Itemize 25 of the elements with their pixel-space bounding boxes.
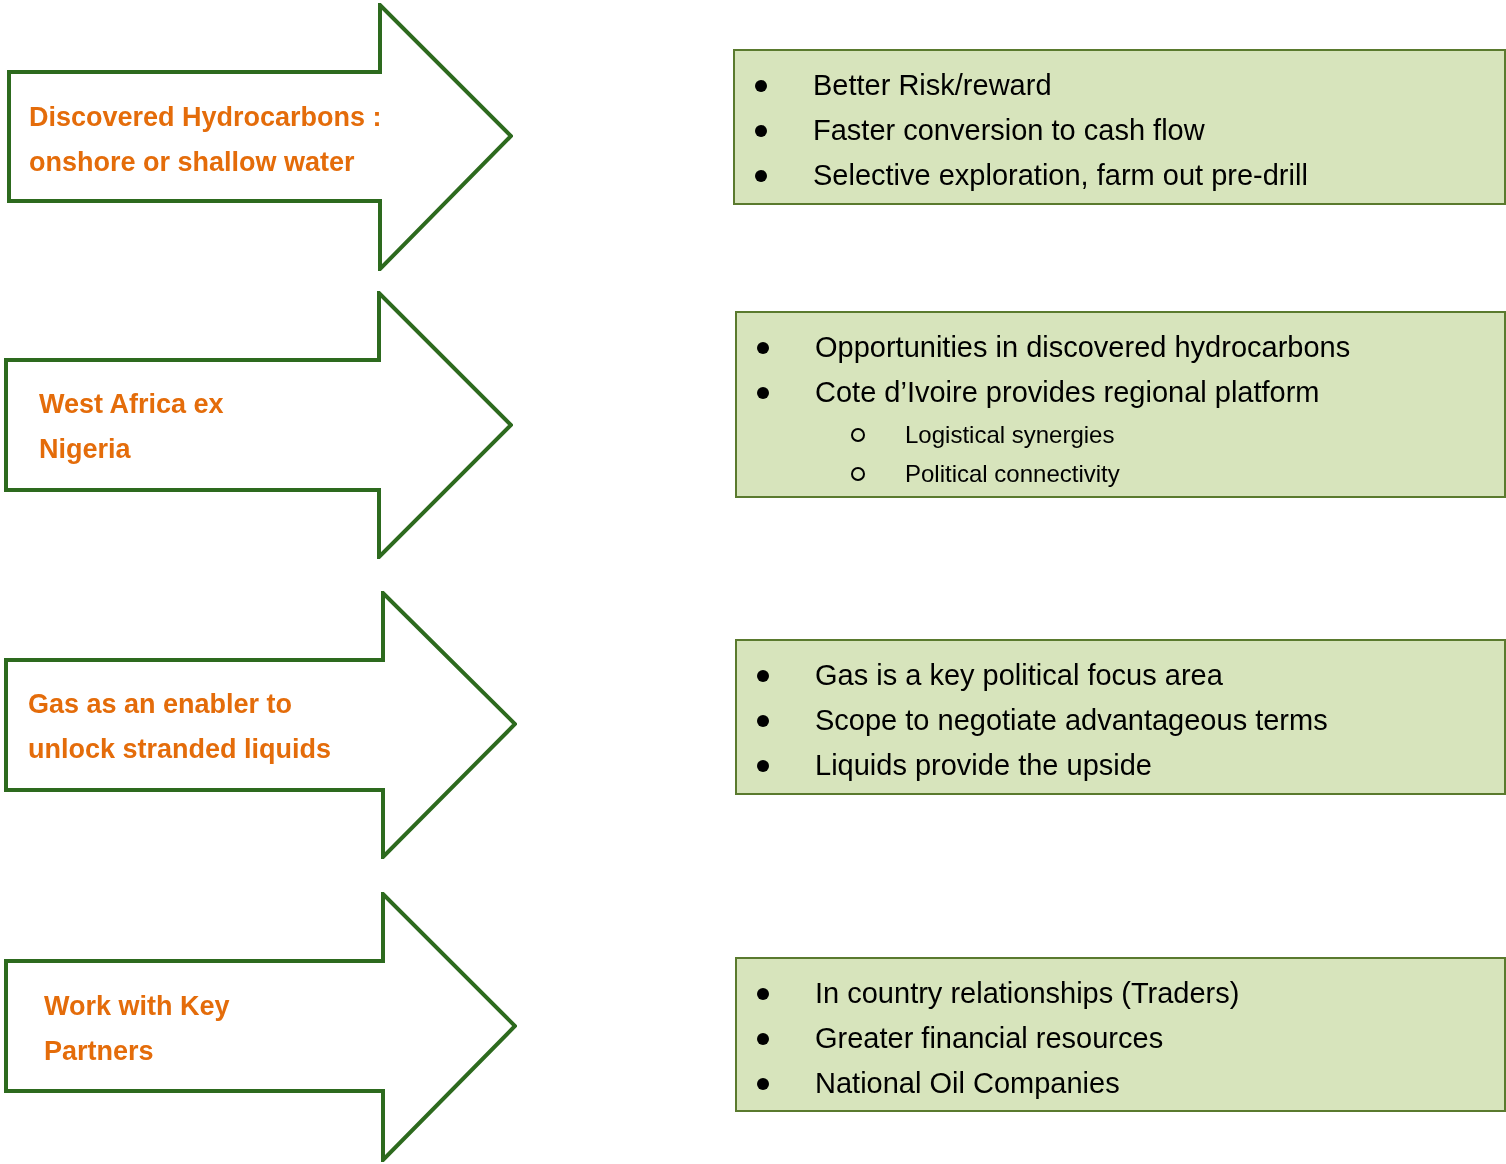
bullet-text: National Oil Companies <box>815 1067 1120 1100</box>
bullet-text: Selective exploration, farm out pre-drill <box>813 159 1308 192</box>
panel-heading: Work with Key Partners <box>44 990 231 1068</box>
bullet-box <box>735 639 1506 795</box>
panel-heading: West Africa ex Nigeria <box>39 388 225 466</box>
bullet-text: Greater financial resources <box>815 1022 1164 1055</box>
bullet-text: Cote d’Ivoire provides regional platform <box>815 376 1320 409</box>
right-pointing-panel <box>4 591 517 859</box>
bullet-box <box>735 957 1506 1112</box>
bullet-text: Liquids provide the upside <box>815 749 1152 782</box>
bullet-text: Logistical synergies <box>905 420 1115 449</box>
bullet-text: Gas is a key political focus area <box>815 659 1223 692</box>
bullet-text: Better Risk/reward <box>813 69 1052 102</box>
panel-heading: Discovered Hydrocarbons : onshore or shallow water <box>29 101 383 179</box>
bullet-box <box>733 49 1506 205</box>
bullet-text: In country relationships (Traders) <box>815 977 1240 1010</box>
bullet-text: Scope to negotiate advantageous terms <box>815 704 1328 737</box>
bullet-text: Political connectivity <box>905 459 1120 488</box>
panel-heading: Gas as an enabler to unlock stranded liquids <box>28 688 333 766</box>
bullet-box <box>735 311 1506 498</box>
bullet-text: Opportunities in discovered hydrocarbons <box>815 331 1351 364</box>
right-pointing-panel <box>7 3 513 271</box>
bullet-text: Faster conversion to cash flow <box>813 114 1205 147</box>
right-pointing-panel <box>4 892 517 1162</box>
right-pointing-panel <box>4 291 513 559</box>
